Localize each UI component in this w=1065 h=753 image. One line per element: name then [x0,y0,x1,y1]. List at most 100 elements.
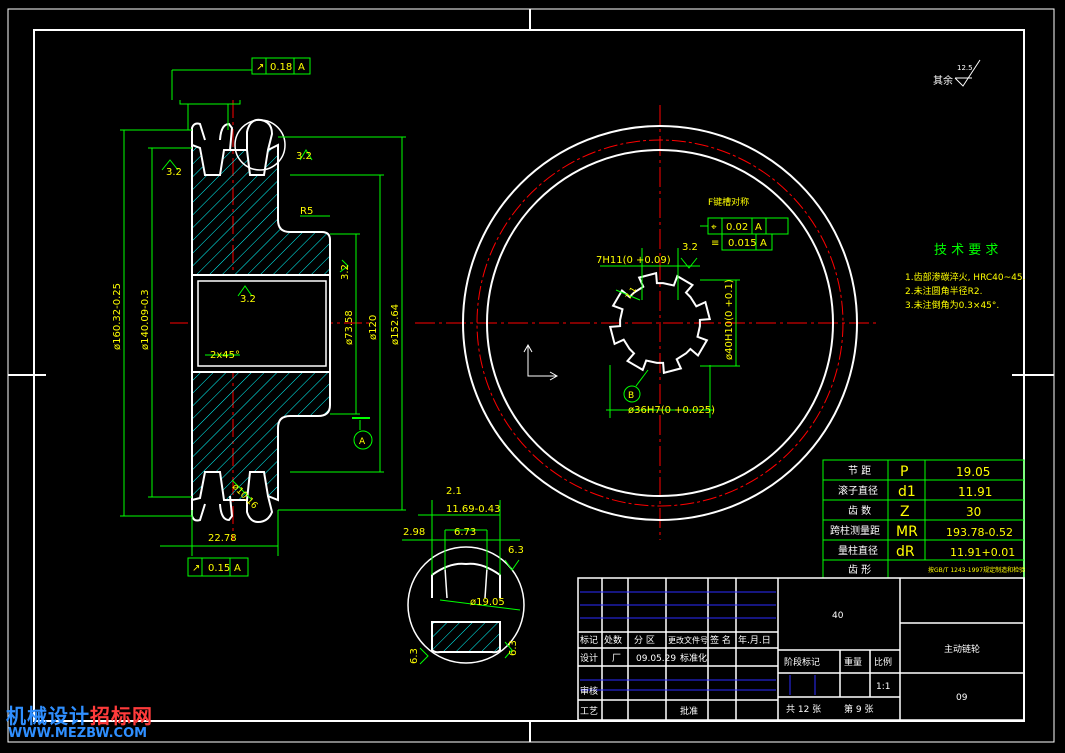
drawing-no: 09 [956,693,968,703]
position-icon: ⌖ [711,222,717,233]
pos-tol-datum: A [755,222,762,233]
rough-label: 3.2 [240,294,256,305]
design-label: 设计 [580,652,598,664]
param-val: 按GB/T 1243-1997规定制造和检验 [928,566,1025,574]
param-name: 节 距 [848,465,871,477]
weight-label: 重量 [844,656,862,668]
tooth-detail: 2.1 11.69-0.43 2.98 6.73 6.3 ø19.05 6.3 … [402,486,525,665]
detail-dim: 11.69-0.43 [446,504,501,515]
col-header: 更改文件号 [668,635,708,645]
detail-rough: 6.3 [508,545,524,556]
dia1-label: ø40H10(0 +0.1) [724,279,735,360]
symmetry-icon: ≡ [711,238,719,249]
param-name: 量柱直径 [838,544,878,557]
watermark-part: 机械设计 [6,704,90,728]
detail-rough: 6.3 [409,648,420,664]
col-header: 年.月.日 [738,634,771,646]
sheet-no: 第 9 张 [844,703,873,715]
datum-a-label: A [359,437,366,447]
review-label: 审核 [580,685,598,697]
tol-top-datum: A [298,62,305,73]
detail-dia: ø19.05 [470,597,505,608]
total-sheets: 共 12 张 [786,704,821,715]
watermark-title: 机械设计招标网 [6,700,153,729]
param-val: 11.91+0.01 [950,546,1015,559]
radius-label: R5 [300,206,313,217]
design-date: 09.05.29 [636,654,676,664]
spline-fit: 7H11(0 +0.09) [596,255,671,266]
param-name: 跨柱测量距 [830,524,880,537]
param-sym: P [900,464,908,480]
scale-label: 比例 [874,656,892,668]
dim-pitch: ø152.64 [390,304,401,345]
spline-bore [608,271,712,375]
tol-bottom-datum: A [234,563,241,574]
watermark-part: 招标网 [90,704,153,728]
tech-item: 2.未注圆角半径R2. [905,285,982,297]
param-val: 193.78-0.52 [946,526,1013,539]
pos-tol-value: 0.02 [726,222,748,233]
general-notes: 其余 12.5 技 术 要 求 1.齿部渗碳淬火, HRC40~45. 2.未注… [905,59,1025,311]
dim-root: ø140.09-0.3 [140,289,151,350]
param-val: 30 [966,505,981,519]
col-header: 处数 [604,634,622,646]
tol-top-value: 0.18 [270,62,292,73]
param-name: 滚子直径 [838,484,878,497]
front-view: F键槽对称 ⌖ 0.02 A ≡ 0.015 A 3.2 7H11(0 +0.0… [415,105,880,540]
sym-tol-value: 0.015 [728,238,757,249]
section-view: ↗ 0.18 A ↗ 0.15 A 3.2 3.2 3.2 R5 2x45° 2… [112,57,406,577]
detail-dim: 6.73 [454,527,476,538]
sheet-frame [7,8,1055,743]
process-label: 工艺 [580,706,598,717]
title-block [577,577,1025,721]
dim-od: ø160.32-0.25 [112,283,123,350]
col-header: 标记 [580,634,598,646]
col-header: 分 区 [634,635,655,646]
tech-item: 3.未注倒角为0.3×45°. [905,299,999,311]
material: 40 [832,611,844,621]
width-dim: 22.78 [208,533,237,544]
title-texts: 40 主动链轮 09 标记 处数 分 区 更改文件号 签 名 年.月.日 设计 … [580,611,980,717]
dim-hub: ø73.58 [344,310,355,345]
param-val: 11.91 [958,485,992,499]
detail-rough: 6.3 [508,640,519,656]
rough-value: 12.5 [957,64,973,72]
upper-hub-section [191,143,331,276]
title-block-blue-rows [580,591,816,695]
chamfer-label: 2x45° [210,350,240,361]
part-name: 主动链轮 [944,643,980,655]
std-label: 标准化 [680,652,707,664]
stage-label: 阶段标记 [784,656,820,668]
param-val: 19.05 [956,465,990,479]
param-sym: d1 [898,484,916,500]
dia2-label: ø36H7(0 +0.025) [628,405,715,416]
watermark-url: WWW.MEZBW.COM [8,726,148,741]
keyway-note: F键槽对称 [708,196,749,208]
param-name: 齿 数 [848,504,871,517]
lower-hub-section [191,371,331,502]
col-header: 签 名 [710,634,731,646]
tech-item: 1.齿部渗碳淬火, HRC40~45. [905,271,1025,283]
rough-label: 3.2 [682,242,698,253]
scale-value: 1:1 [876,682,890,692]
mark-b: B [628,391,634,401]
tol-bottom-value: 0.15 [208,563,230,574]
designer: 厂 [612,653,621,664]
dim-120: ø120 [368,315,379,340]
param-table [822,459,1025,579]
tol-arrow-icon: ↗ [192,563,200,574]
rough-label: 3.2 [296,151,312,162]
rough-other-label: 其余 [933,74,953,87]
param-sym: MR [896,524,918,540]
approve-label: 批准 [680,705,698,717]
sym-tol-datum: A [760,238,767,249]
rough-label: 3.2 [166,167,182,178]
tol-arrow-icon: ↗ [256,62,264,73]
param-name: 齿 形 [848,564,871,576]
param-rows: 节 距 P 19.05 滚子直径 d1 11.91 齿 数 Z 30 跨柱测量距… [830,464,1025,576]
detail-dim: 2.1 [446,486,462,497]
detail-dim: 2.98 [403,527,425,538]
rough-label: 3.2 [340,264,351,280]
param-sym: Z [900,504,910,520]
